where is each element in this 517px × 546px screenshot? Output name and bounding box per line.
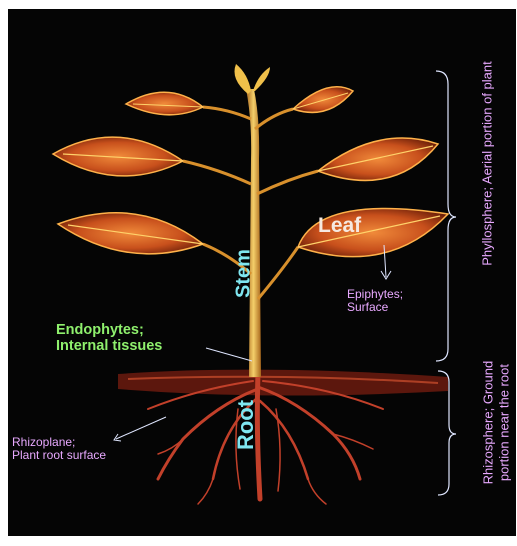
endophytes-line1: Endophytes; xyxy=(56,322,162,338)
rhizoplane-pointer xyxy=(116,417,166,439)
epiphytes-line1: Epiphytes; xyxy=(347,288,403,301)
rhizosphere-label: Rhizosphere; Ground portion near the roo… xyxy=(480,343,511,503)
diagram-board: Leaf Epiphytes; Surface Endophytes; Inte… xyxy=(8,9,516,536)
rhizosphere-line1: Rhizosphere; Ground xyxy=(480,343,496,503)
root-label: Root xyxy=(233,395,259,455)
rhizoplane-line2: Plant root surface xyxy=(12,449,106,462)
stem-label: Stem xyxy=(233,244,256,304)
rhizosphere-line2: portion near the root xyxy=(496,343,512,503)
apical-bud xyxy=(235,64,252,94)
stem-shape xyxy=(246,89,261,377)
phyllosphere-label: Phyllosphere; Aerial portion of plant xyxy=(480,29,495,299)
epiphytes-line2: Surface xyxy=(347,301,403,314)
rhizoplane-label: Rhizoplane; Plant root surface xyxy=(12,436,106,463)
endophytes-label: Endophytes; Internal tissues xyxy=(56,322,162,354)
rhizoplane-line1: Rhizoplane; xyxy=(12,436,106,449)
leaf-label: Leaf xyxy=(318,214,361,238)
endophytes-pointer xyxy=(206,348,252,361)
epiphytes-label: Epiphytes; Surface xyxy=(347,288,403,315)
endophytes-line2: Internal tissues xyxy=(56,338,162,354)
